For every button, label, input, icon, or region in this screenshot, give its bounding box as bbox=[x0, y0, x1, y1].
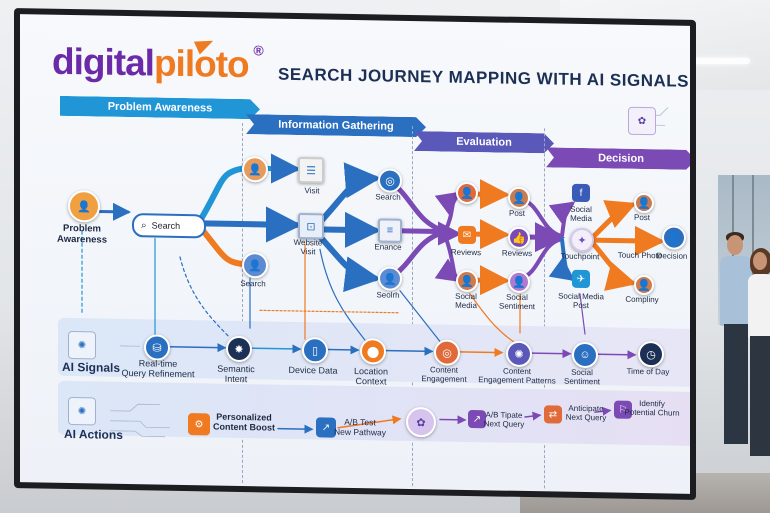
wall-display: digitalpiloto ® SEARCH JOURNEY MAPPING W… bbox=[14, 8, 696, 500]
signal-device-data: Device Data bbox=[288, 364, 338, 376]
facebook-icon: f bbox=[572, 183, 590, 203]
action-anticipate-next-query: Anticipate Next Query bbox=[565, 403, 607, 423]
label-dec-touch-phote: Touch Phote bbox=[617, 250, 663, 261]
twitter-icon: ✈ bbox=[572, 269, 590, 289]
globe-icon: ◎ bbox=[378, 168, 402, 193]
search-box[interactable]: ⌕ Search bbox=[132, 213, 206, 239]
action-tipate-next-query: A/B Tipate Next Query bbox=[483, 410, 525, 430]
search-box-text: Search bbox=[151, 220, 181, 231]
label-problem-awareness: Problem Awareness bbox=[57, 222, 107, 246]
sentiment-icon: ☺ bbox=[572, 341, 598, 369]
search-icon: ⌕ bbox=[141, 219, 147, 231]
clock-icon: ◷ bbox=[638, 340, 664, 368]
avatar-problem-awareness: 👤 bbox=[68, 189, 100, 223]
ceiling-light bbox=[680, 58, 750, 64]
signal-semantic-intent: Semantic Intent bbox=[217, 363, 255, 385]
label-dec-post: Post bbox=[633, 212, 651, 223]
action-personalized-boost: Personalized Content Boost bbox=[213, 411, 275, 433]
journey-flow-arrows bbox=[81, 107, 669, 438]
device-icon: ▯ bbox=[302, 337, 328, 364]
label-dec-decision: Decision bbox=[656, 251, 688, 261]
anticipate-icon: ⇄ bbox=[544, 405, 562, 424]
brain-icon: ✿ bbox=[406, 406, 436, 438]
boost-icon: ⚙ bbox=[188, 413, 210, 436]
label-eval-post: Post bbox=[508, 208, 526, 218]
avatar-seolrh: 👤 bbox=[378, 266, 402, 291]
globe-engagement-icon: ◎ bbox=[434, 339, 460, 366]
ai-signals-label: AI Signals bbox=[62, 359, 121, 375]
label-dec-compliny: Compliny bbox=[625, 294, 659, 305]
avatar-search: 👤 bbox=[242, 252, 268, 279]
avatar-gathering-top: 👤 bbox=[242, 156, 268, 183]
infographic-screen: digitalpiloto ® SEARCH JOURNEY MAPPING W… bbox=[20, 14, 690, 494]
avatar-eval-social: 👤 bbox=[456, 269, 478, 293]
signal-engagement-patterns: Content Engagement Patterns bbox=[478, 366, 556, 386]
ai-actions-label: AI Actions bbox=[64, 426, 123, 442]
label-seolrh: Seolrh bbox=[376, 290, 400, 300]
article-icon: ≡ bbox=[378, 218, 402, 243]
thumbs-up-icon: 👍 bbox=[508, 226, 530, 250]
avatar-dec-post: 👤 bbox=[634, 192, 654, 214]
browser-icon: ⊡ bbox=[298, 213, 324, 240]
avatar-eval-top: 👤 bbox=[456, 181, 478, 205]
label-eval-social-sentiment: Social Sentiment bbox=[498, 292, 536, 312]
signal-time-of-day: Time of Day bbox=[626, 366, 670, 377]
label-dec-social-media-post: Social Media Post bbox=[558, 291, 604, 311]
action-identify-churn: Identify Potential Churn bbox=[624, 398, 680, 418]
label-search-node: Search bbox=[240, 278, 266, 289]
label-enance: Enance bbox=[374, 242, 402, 252]
avatar-dec-compliny: 👤 bbox=[634, 274, 654, 296]
sparkle-icon: ✦ bbox=[570, 227, 594, 253]
label-dec-social-media: Social Media bbox=[570, 204, 592, 224]
chat-icon: ✉ bbox=[458, 225, 476, 245]
signal-content-engagement: Content Engagement bbox=[421, 365, 467, 385]
avatar-eval-sentiment: 👤 bbox=[508, 270, 530, 294]
network-icon: ✸ bbox=[226, 335, 252, 363]
pattern-icon: ✺ bbox=[506, 340, 532, 368]
label-eval-reviews-right: Reviews bbox=[501, 248, 533, 259]
label-visit: Visit bbox=[304, 186, 320, 196]
ai-actions-chip-icon: ✺ bbox=[68, 396, 96, 426]
label-eval-reviews-left: Reviews bbox=[450, 247, 482, 258]
label-eval-social-media: Social Media bbox=[455, 291, 477, 311]
document-icon: ☰ bbox=[298, 157, 324, 184]
action-ab-test: A/B Test New Pathway bbox=[334, 416, 386, 438]
database-icon: ⛁ bbox=[144, 334, 170, 361]
signal-location-context: Location Context bbox=[353, 365, 389, 387]
ab-test-icon: ↗ bbox=[316, 417, 336, 438]
location-pin-icon: ⬤ bbox=[360, 338, 386, 365]
avatar-decision: 👤 bbox=[662, 225, 686, 250]
label-search2: Search bbox=[375, 192, 401, 202]
ai-brain-chip-icon: ✿ bbox=[628, 106, 656, 136]
avatar-eval-post: 👤 bbox=[508, 186, 530, 210]
label-dec-touchpoint: Touchpoint bbox=[560, 251, 600, 262]
label-website-visit: Website Visit bbox=[293, 237, 323, 257]
signal-social-sentiment: Social Sentiment bbox=[563, 367, 601, 387]
signal-query-refinement: Real-time Query Refinement bbox=[121, 358, 195, 380]
ai-chip-icon: ✺ bbox=[68, 330, 96, 360]
